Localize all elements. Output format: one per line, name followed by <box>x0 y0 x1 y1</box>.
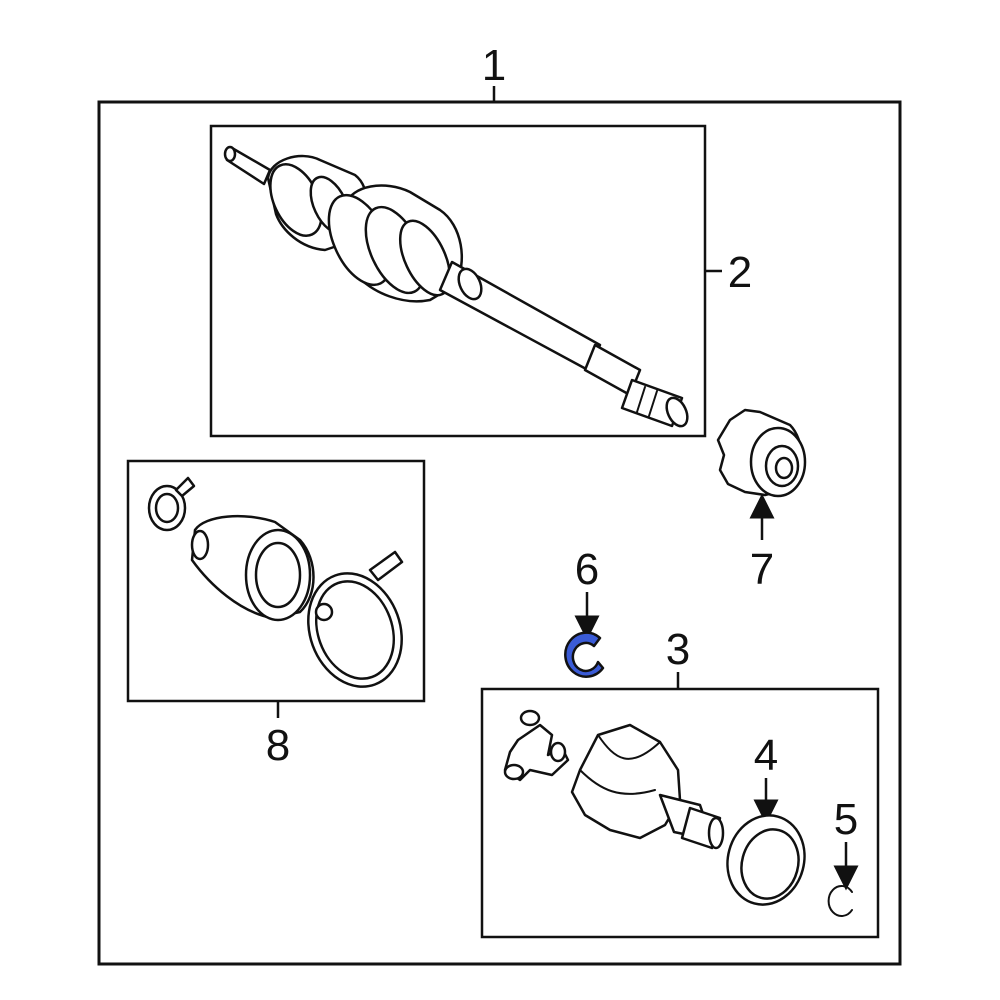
callout-4[interactable]: 4 <box>754 731 778 780</box>
assembly-frame <box>97 100 902 966</box>
callout-1[interactable]: 1 <box>482 41 506 90</box>
callout-6[interactable]: 6 <box>575 545 599 594</box>
callout-7[interactable]: 7 <box>750 545 774 594</box>
boot-kit-box <box>126 459 426 703</box>
callout-3[interactable]: 3 <box>666 625 690 674</box>
clip-ring[interactable] <box>827 885 853 917</box>
axle-shaft-box <box>209 124 707 438</box>
seal-ring[interactable] <box>718 807 815 914</box>
boot-kit-parts[interactable] <box>147 476 417 700</box>
snap-ring-highlighted[interactable] <box>564 631 605 678</box>
callout-5[interactable]: 5 <box>834 795 858 844</box>
callout-2[interactable]: 2 <box>728 248 752 297</box>
axle-shaft-assembly[interactable] <box>223 145 691 429</box>
inner-joint-box <box>480 687 880 939</box>
inner-joint-parts[interactable] <box>503 709 725 850</box>
callout-8[interactable]: 8 <box>266 721 290 770</box>
bearing-ring-part[interactable] <box>716 408 807 498</box>
